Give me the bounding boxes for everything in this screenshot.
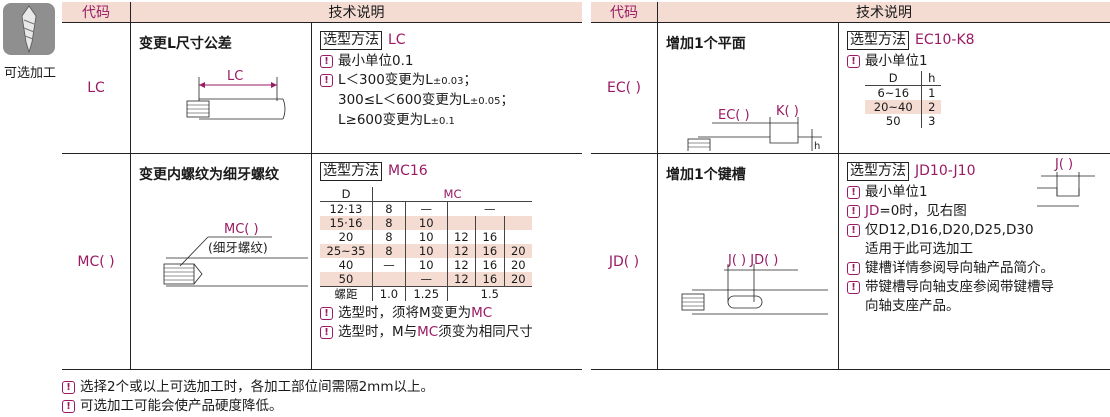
lc-note-3: 300≤L＜600变更为L <box>338 92 470 108</box>
drill-bit-icon <box>2 2 56 56</box>
mc-rule-label: 选型方法 <box>320 162 382 181</box>
jd-note-5: 带键槽导向轴支座参阅带键槽导 <box>865 279 1054 295</box>
code-lc: LC <box>62 22 131 154</box>
jd-dim: J( ) JD( ) <box>727 253 778 268</box>
left-spec-table: 代码 技术说明 LC 变更L尺寸公差 LC 选型方法 LC ! 最小单位0.1 ! L… <box>62 2 582 370</box>
alert-icon: ! <box>320 307 333 320</box>
jd-note-2: =0时，见右图 <box>879 203 967 219</box>
alert-icon: ! <box>847 186 860 199</box>
lc-title: 变更L尺寸公差 <box>139 36 232 52</box>
mc-rule-value: MC16 <box>388 163 428 179</box>
desc-header-right: 技术说明 <box>657 2 1110 23</box>
alert-icon: ! <box>847 205 860 218</box>
jd-diagram: J( ) JD( ) <box>681 253 828 315</box>
ec-dim2: K( ) <box>776 104 799 119</box>
jd-rule-value: JD10-J10 <box>915 163 976 179</box>
alert-icon: ! <box>320 55 333 68</box>
jd-note-4: 键槽详情参阅导向轴产品简介。 <box>865 260 1054 276</box>
footer-note-1: 选择2个或以上可选加工时，各加工部位间需隔2mm以上。 <box>80 379 434 395</box>
alert-icon: ! <box>62 381 75 394</box>
jd-side-diagram: J( ) <box>1037 157 1095 207</box>
svg-text:J( ): J( ) <box>1054 157 1073 172</box>
mc-dim-sub: (细牙螺纹) <box>208 240 268 255</box>
mc-dim-label: MC( ) <box>224 222 259 237</box>
lc-note-2: L＜300变更为L <box>338 72 433 88</box>
alert-icon: ! <box>847 224 860 237</box>
side-label: 可选加工 <box>3 66 56 81</box>
mc-note-2: 选型时，M与 <box>338 324 418 340</box>
lc-rule-label: 选型方法 <box>320 31 382 50</box>
footer-notes: ! 选择2个或以上可选加工时，各加工部位间需隔2mm以上。 ! 可选加工可能会使产品… <box>62 378 434 416</box>
jd-note-1: 最小单位1 <box>865 184 928 200</box>
ec-note-1: 最小单位1 <box>865 53 928 69</box>
alert-icon: ! <box>320 74 333 87</box>
jd-rule-label: 选型方法 <box>847 162 909 181</box>
mc-diagram: MC( ) (细牙螺纹) <box>163 222 308 287</box>
mc-title: 变更内螺纹为细牙螺纹 <box>139 167 279 183</box>
code-ec: EC( ) <box>591 22 658 154</box>
mc-note-1: 选型时，须将M变更为 <box>338 305 472 321</box>
code-mc: MC( ) <box>62 153 131 370</box>
alert-icon: ! <box>320 326 333 339</box>
jd-title: 增加1个键槽 <box>666 167 746 183</box>
footer-note-2: 可选加工可能会使产品硬度降低。 <box>80 398 283 414</box>
ec-rule-label: 选型方法 <box>847 31 909 50</box>
lc-note-1: 最小单位0.1 <box>338 53 414 69</box>
lc-diagram: LC <box>186 69 286 120</box>
desc-header: 技术说明 <box>130 2 582 23</box>
code-jd: JD( ) <box>591 153 658 370</box>
lc-note-4: L≥600变更为L <box>338 112 431 128</box>
jd-note-3: 仅D12,D16,D20,D25,D30 <box>865 222 1034 238</box>
alert-icon: ! <box>847 281 860 294</box>
ec-dim1: EC( ) <box>718 108 750 123</box>
ec-dim3: h <box>814 141 820 151</box>
lc-dim-label: LC <box>227 69 243 84</box>
alert-icon: ! <box>62 400 75 413</box>
ec-rule-value: EC10-K8 <box>915 32 975 48</box>
alert-icon: ! <box>847 55 860 68</box>
ec-title: 增加1个平面 <box>666 36 746 52</box>
code-header: 代码 <box>62 2 131 23</box>
lc-rule-value: LC <box>388 32 406 48</box>
ec-diagram: EC( ) K( ) h <box>687 104 837 151</box>
code-header-right: 代码 <box>591 2 658 23</box>
alert-icon: ! <box>847 262 860 275</box>
